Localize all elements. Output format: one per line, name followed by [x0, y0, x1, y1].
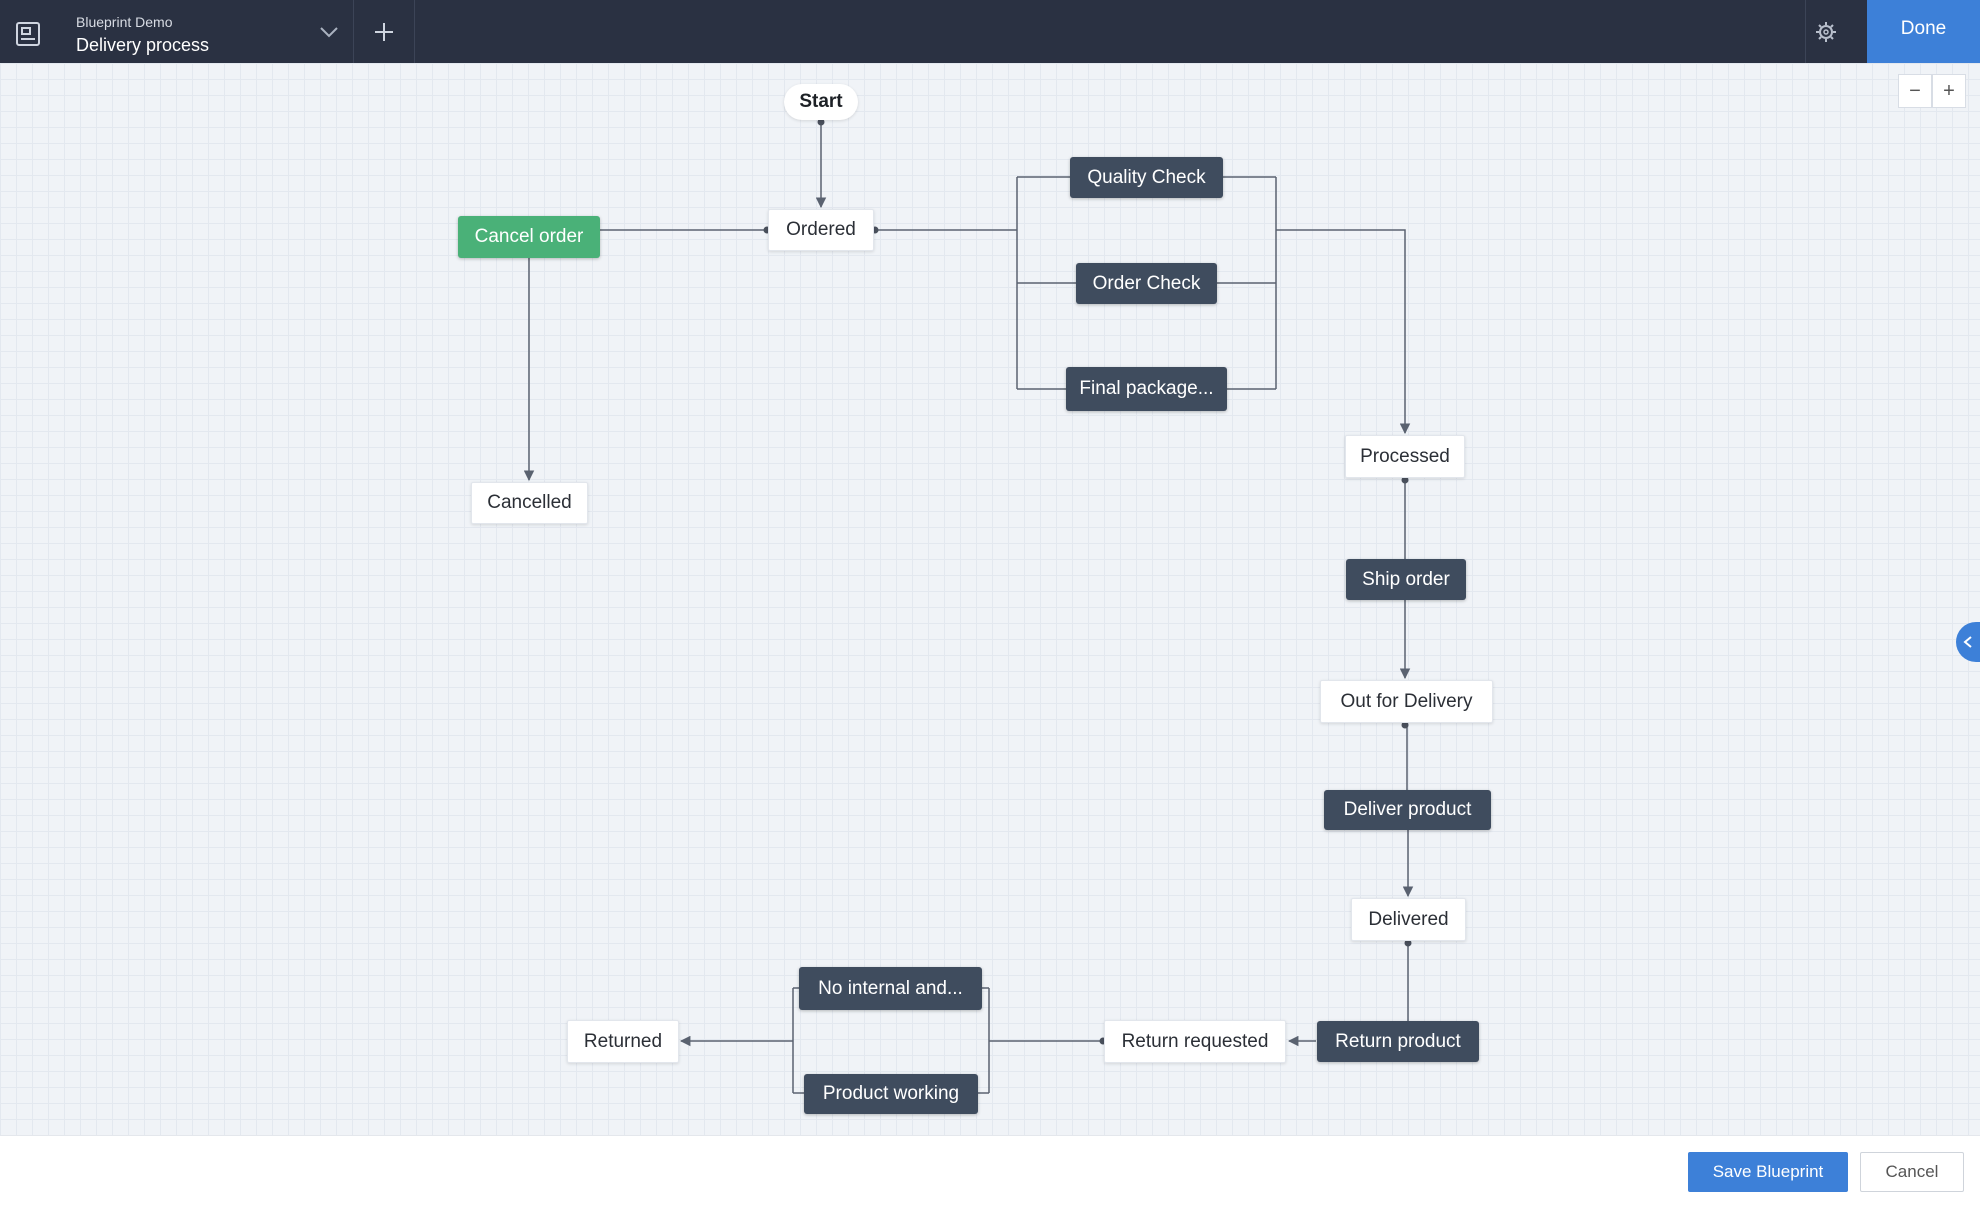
- transition-return-product[interactable]: Return product: [1317, 1021, 1479, 1062]
- state-out-for-delivery[interactable]: Out for Delivery: [1320, 680, 1493, 723]
- plus-icon[interactable]: [354, 10, 414, 54]
- blueprint-titles: Blueprint Demo Delivery process: [76, 14, 209, 56]
- zoom-in-button[interactable]: +: [1932, 74, 1966, 108]
- state-cancelled[interactable]: Cancelled: [471, 482, 588, 524]
- gear-icon[interactable]: [1806, 14, 1846, 50]
- state-ordered[interactable]: Ordered: [768, 209, 874, 251]
- transition-order-check[interactable]: Order Check: [1076, 263, 1217, 304]
- transition-ship-order[interactable]: Ship order: [1346, 559, 1466, 600]
- divider: [1805, 0, 1806, 63]
- transition-final-package[interactable]: Final package...: [1066, 367, 1227, 411]
- blueprint-name: Delivery process: [76, 35, 210, 55]
- state-delivered[interactable]: Delivered: [1351, 898, 1466, 941]
- blueprint-canvas[interactable]: [0, 63, 1980, 1135]
- divider: [414, 0, 415, 63]
- transition-quality-check[interactable]: Quality Check: [1070, 157, 1223, 198]
- chevron-left-icon: [1963, 636, 1972, 648]
- module-name: Blueprint Demo: [76, 14, 173, 30]
- footer-bar: Save Blueprint Cancel: [0, 1135, 1980, 1210]
- transition-no-internal[interactable]: No internal and...: [799, 967, 982, 1010]
- divider: [353, 0, 354, 63]
- state-return-requested[interactable]: Return requested: [1104, 1020, 1286, 1063]
- minus-icon: −: [1909, 79, 1921, 102]
- blueprint-icon[interactable]: [14, 20, 42, 48]
- chevron-down-icon[interactable]: [312, 16, 346, 48]
- state-returned[interactable]: Returned: [567, 1020, 679, 1063]
- save-blueprint-button[interactable]: Save Blueprint: [1688, 1152, 1848, 1192]
- transition-product-working[interactable]: Product working: [804, 1074, 978, 1114]
- transition-deliver-product[interactable]: Deliver product: [1324, 790, 1491, 830]
- start-node[interactable]: Start: [784, 84, 858, 120]
- plus-icon: +: [1943, 79, 1955, 102]
- zoom-out-button[interactable]: −: [1898, 74, 1932, 108]
- cancel-button[interactable]: Cancel: [1860, 1152, 1964, 1192]
- state-processed[interactable]: Processed: [1345, 435, 1465, 478]
- transition-cancel-order[interactable]: Cancel order: [458, 216, 600, 258]
- done-button[interactable]: Done: [1867, 0, 1980, 63]
- top-bar: Blueprint Demo Delivery process Done: [0, 0, 1980, 63]
